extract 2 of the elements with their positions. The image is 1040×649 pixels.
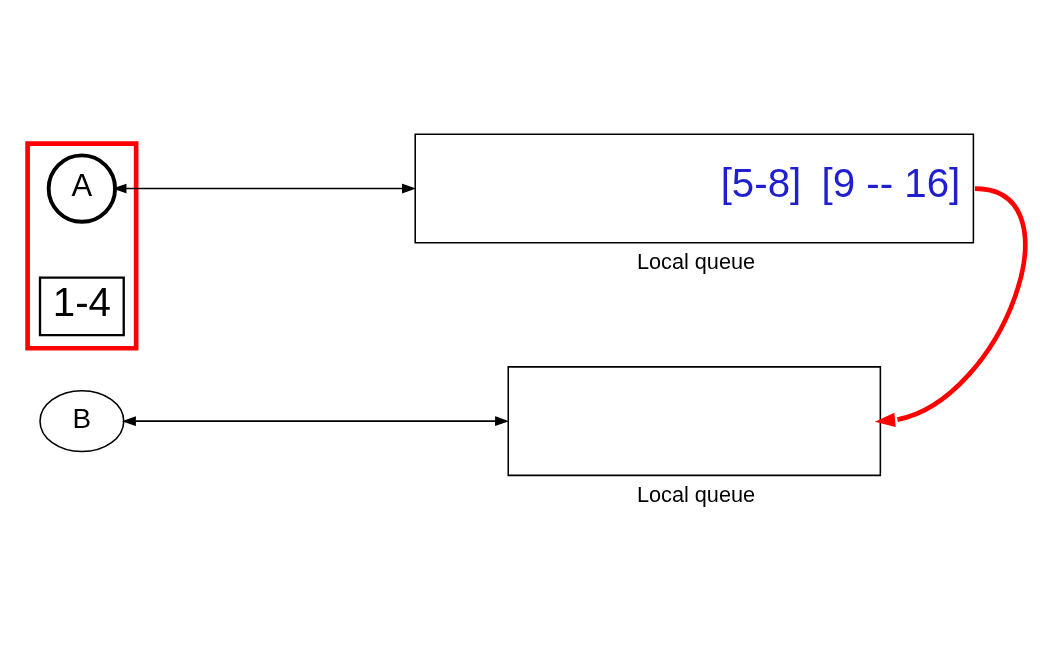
node-label: Local queue [636, 248, 755, 274]
node-label: Local queue [636, 481, 755, 507]
